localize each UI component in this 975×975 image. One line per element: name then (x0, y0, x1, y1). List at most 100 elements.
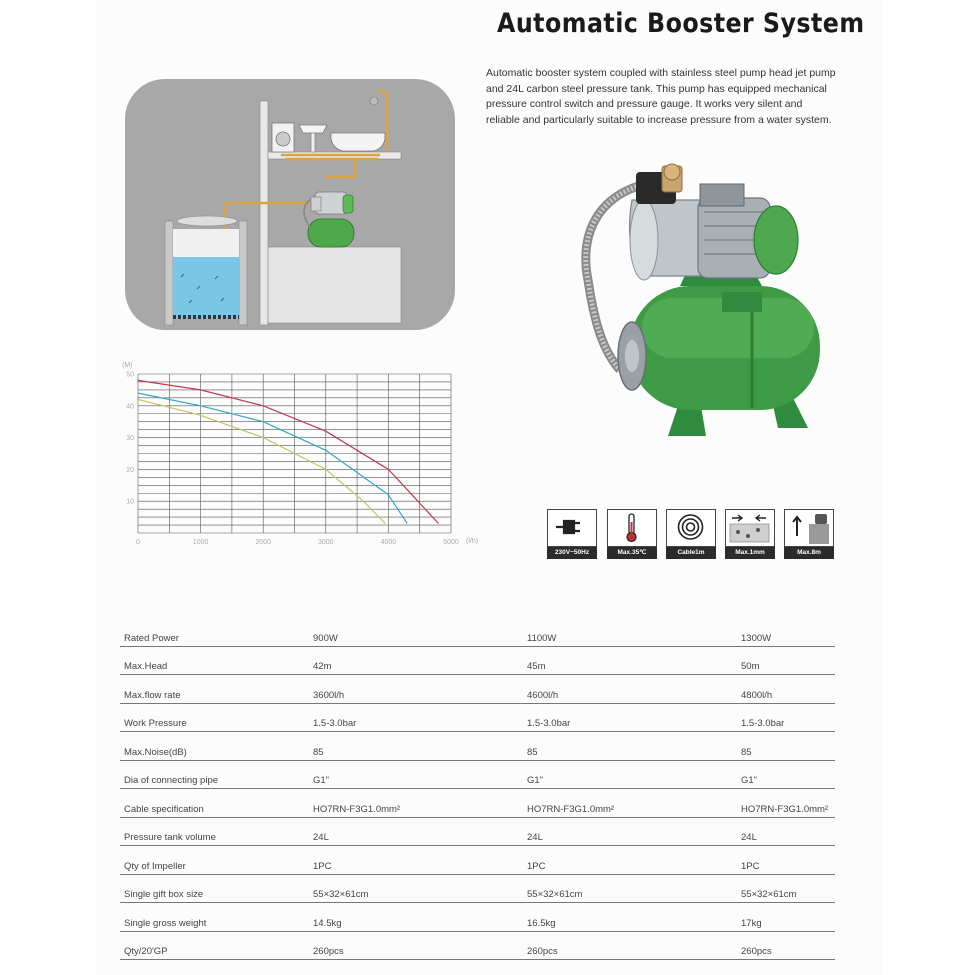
y-tick-label: 20 (126, 467, 134, 474)
spec-value-900w: HO7RN-F3G1.0mm² (309, 788, 523, 818)
spec-label: Dia of connecting pipe (120, 760, 309, 789)
spec-value-900w: 14.5kg (309, 902, 523, 932)
spec-value-1100w: 16.5kg (523, 902, 737, 932)
x-tick-label: 5000 (443, 539, 459, 546)
feature-voltage: 230V~50Hz (547, 509, 597, 559)
chart-ticks: 0 1000 2000 3000 4000 5000 10 20 30 40 50 (126, 372, 459, 547)
spec-value-1100w: 4600l/h (523, 674, 737, 704)
spec-value-1100w: HO7RN-F3G1.0mm² (523, 788, 737, 818)
spec-value-900w: 55×32×61cm (309, 874, 523, 903)
spec-label: Pressure tank volume (120, 817, 309, 846)
spec-value-1300w: 55×32×61cm (737, 874, 835, 903)
spec-value-1300w: G1" (737, 760, 835, 789)
x-axis-label: (l/h) (466, 538, 478, 545)
x-tick-label: 1000 (193, 539, 209, 546)
spec-value-1100w: 24L (523, 817, 737, 846)
spec-value-900w: 900W (309, 618, 523, 647)
spec-value-900w: 1PC (309, 845, 523, 875)
page-title: Automatic Booster System (497, 8, 865, 39)
spec-value-1300w: 17kg (737, 902, 835, 932)
spec-label: Rated Power (120, 618, 309, 647)
spec-value-900w: G1" (309, 760, 523, 789)
suction-depth-icon (792, 514, 829, 544)
spec-value-1100w: 1PC (523, 845, 737, 875)
x-tick-label: 4000 (381, 539, 397, 546)
spec-value-1300w: 1300W (737, 618, 835, 647)
spec-value-1300w: 1.5-3.0bar (737, 703, 835, 732)
spec-value-1100w: 1.5-3.0bar (523, 703, 737, 732)
product-image (581, 163, 820, 436)
spec-value-1100w: 85 (523, 731, 737, 761)
spec-value-1300w: 260pcs (737, 931, 835, 960)
spec-value-900w: 1.5-3.0bar (309, 703, 523, 732)
spec-value-900w: 85 (309, 731, 523, 761)
spec-value-1300w: 85 (737, 731, 835, 761)
particle-size-icon (729, 514, 770, 543)
spec-value-900w: 3600l/h (309, 674, 523, 704)
chart-series-group (137, 379, 439, 524)
spec-value-1300w: 24L (737, 817, 835, 846)
feature-temperature-caption: Max.35℃ (607, 547, 657, 559)
series-line (137, 398, 386, 524)
spec-label: Max.flow rate (120, 674, 309, 704)
feature-suction: Max.8m (784, 509, 834, 559)
spec-value-1300w: HO7RN-F3G1.0mm² (737, 788, 835, 818)
spec-label: Cable specification (120, 788, 309, 818)
feature-cable-caption: Cable1m (666, 547, 716, 559)
feature-suction-caption: Max.8m (784, 547, 834, 559)
spec-label: Max.Head (120, 646, 309, 675)
spec-value-1300w: 1PC (737, 845, 835, 875)
spec-label: Qty/20'GP (120, 931, 309, 960)
y-tick-label: 40 (126, 403, 134, 410)
feature-temperature: Max.35℃ (607, 509, 657, 559)
thermometer-icon (626, 513, 637, 543)
x-tick-label: 2000 (255, 539, 271, 546)
spec-value-1100w: 45m (523, 646, 737, 675)
feature-voltage-caption: 230V~50Hz (547, 547, 597, 559)
y-tick-label: 50 (126, 372, 134, 379)
x-tick-label: 3000 (318, 539, 334, 546)
spec-value-1100w: 260pcs (523, 931, 737, 960)
plug-icon (556, 519, 580, 535)
spec-label: Max.Noise(dB) (120, 731, 309, 761)
y-axis-label: (M) (122, 362, 133, 369)
spec-label: Work Pressure (120, 703, 309, 732)
feature-cable: Cable1m (666, 509, 716, 559)
spec-value-1300w: 4800l/h (737, 674, 835, 704)
spec-value-1300w: 50m (737, 646, 835, 675)
x-tick-label: 0 (136, 539, 140, 546)
installation-diagram (125, 79, 455, 330)
y-tick-label: 30 (126, 435, 134, 442)
spec-value-1100w: G1" (523, 760, 737, 789)
feature-icons: 230V~50Hz Max.35℃ Cable1m (547, 509, 837, 561)
feature-particle-caption: Max.1mm (725, 547, 775, 559)
spec-value-1100w: 55×32×61cm (523, 874, 737, 903)
spec-value-1100w: 1100W (523, 618, 737, 647)
product-description: Automatic booster system coupled with st… (486, 67, 836, 126)
spec-label: Qty of Impeller (120, 845, 309, 875)
series-line (137, 392, 408, 524)
spec-value-900w: 24L (309, 817, 523, 846)
series-line (137, 379, 439, 524)
performance-chart: 0 1000 2000 3000 4000 5000 10 20 30 40 50 (M) (l/h… (122, 362, 478, 547)
spec-label: Single gift box size (120, 874, 309, 903)
spec-value-900w: 260pcs (309, 931, 523, 960)
spec-label: Single gross weight (120, 902, 309, 932)
spec-value-900w: 42m (309, 646, 523, 675)
feature-particle: Max.1mm (725, 509, 775, 559)
cable-coil-icon (677, 514, 704, 540)
y-tick-label: 10 (126, 499, 134, 506)
